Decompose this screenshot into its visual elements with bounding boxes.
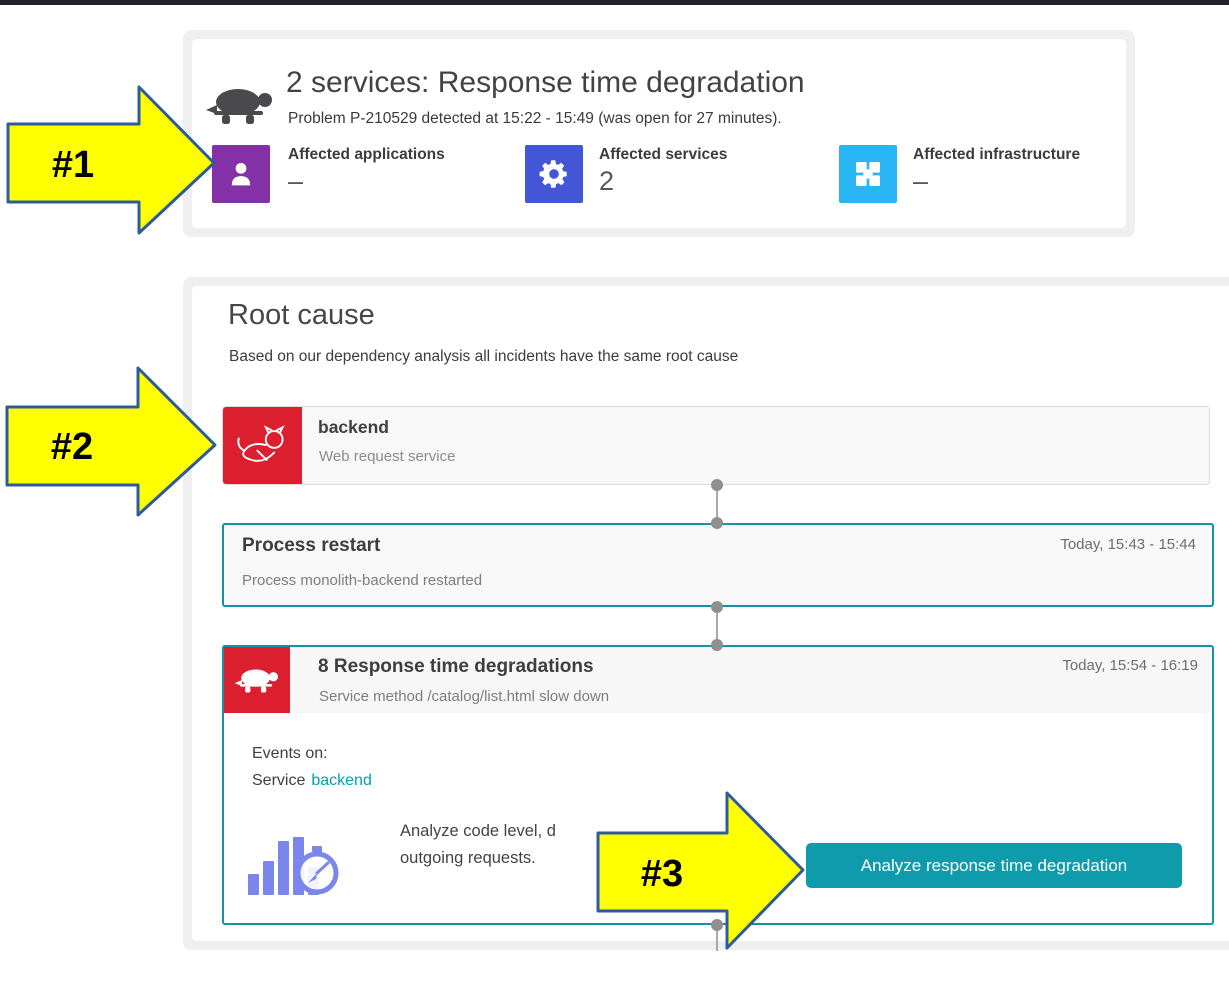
infrastructure-icon [856,162,880,186]
events-on-service-line: Service backend [252,772,372,790]
timeline-connector-dot [711,479,723,491]
analyze-response-time-degradation-button[interactable]: Analyze response time degradation [806,843,1182,888]
event-card-process-restart[interactable]: Process restart Today, 15:43 - 15:44 Pro… [222,523,1214,607]
affected-services-label: Affected services [599,146,728,163]
event-card-header [224,647,1212,713]
event-description: Service method /catalog/list.html slow d… [319,688,610,705]
annotation-label-2: #2 [51,426,93,468]
affected-services-tile[interactable] [525,145,583,203]
root-cause-card: Root cause Based on our dependency analy… [192,286,1229,941]
event-time: Today, 15:43 - 15:44 [1060,536,1196,553]
service-icon-tile [223,407,302,484]
affected-infrastructure-value: – [913,166,929,196]
tomcat-icon [236,424,285,462]
barchart-stopwatch-icon [248,837,339,895]
service-backend-link[interactable]: backend [311,772,372,789]
service-type: Web request service [319,448,456,465]
event-icon-tile [224,647,290,713]
timeline-connector-dot [711,639,723,651]
affected-applications-label: Affected applications [288,146,445,163]
timeline-connector-line [716,607,718,645]
root-cause-title: Root cause [228,299,375,331]
event-title: 8 Response time degradations [318,656,594,677]
event-description: Process monolith-backend restarted [242,572,483,589]
problem-header-card: 2 services: Response time degradation Pr… [192,39,1126,228]
timeline-connector-dot [711,601,723,613]
affected-services-value: 2 [599,166,615,196]
affected-applications-value: – [288,166,304,196]
event-time: Today, 15:54 - 16:19 [1062,657,1198,674]
events-on-label: Events on: [252,745,328,762]
turtle-icon [206,89,272,124]
event-title: Process restart [242,535,381,556]
top-divider-bar [0,0,1229,5]
user-icon [231,162,251,186]
affected-infrastructure-label: Affected infrastructure [913,146,1081,163]
affected-applications-tile[interactable] [212,145,270,203]
analyze-description-line1: Analyze code level, d [400,822,556,840]
problem-subtitle: Problem P-210529 detected at 15:22 - 15:… [288,110,782,127]
gear-icon [539,160,568,188]
problem-title: 2 services: Response time degradation [286,66,805,99]
service-card-backend[interactable]: backend Web request service [222,406,1210,485]
annotation-label-1: #1 [52,144,94,186]
service-name[interactable]: backend [318,417,389,437]
event-card-response-time-degradations[interactable]: 8 Response time degradations Today, 15:5… [222,645,1214,925]
timeline-connector-line [716,485,718,523]
affected-infrastructure-tile[interactable] [839,145,897,203]
analyze-description-line2: outgoing requests. [400,849,536,867]
root-cause-subtitle: Based on our dependency analysis all inc… [229,348,739,365]
service-prefix: Service [252,772,306,789]
turtle-icon [234,669,279,693]
timeline-connector-dot [711,919,723,931]
timeline-connector-dot [711,517,723,529]
